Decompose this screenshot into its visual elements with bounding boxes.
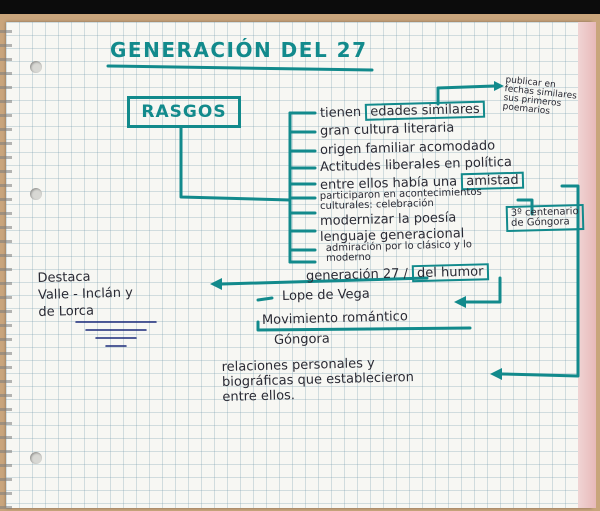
arrowhead-destaca: [210, 278, 222, 290]
arrowhead-publicar: [494, 81, 504, 91]
punch-hole: [30, 61, 42, 73]
note-line: Valle - Inclán y: [37, 285, 134, 303]
feature-text: generación 27 /: [305, 266, 409, 284]
punch-hole: [30, 452, 42, 464]
influence-gongora: Góngora: [273, 331, 330, 348]
note-relaciones: relaciones personales y biográficas que …: [221, 355, 414, 405]
note-line: de Góngora: [510, 216, 570, 229]
page-title: GENERACIÓN DEL 27: [110, 38, 368, 62]
notebook-page: [6, 22, 592, 508]
amistad-arrow: [500, 184, 580, 378]
feature-ticks: [288, 111, 317, 264]
influence-lope: Lope de Vega: [281, 286, 370, 304]
note-destaca: Destaca Valle - Inclán y de Lorca: [37, 268, 133, 321]
pink-page-edge: [578, 22, 596, 508]
boxed-humor: del humor: [411, 263, 489, 283]
arrowhead-relaciones: [490, 368, 502, 380]
spiral-binding: [0, 30, 12, 510]
note-publicar: publicar en fechas similares sus primero…: [502, 75, 578, 119]
title-underline: [106, 64, 374, 72]
rasgos-connector: [179, 126, 292, 202]
influence-bracket: [256, 296, 472, 332]
rasgos-box: RASGOS: [127, 96, 241, 128]
humor-arrow: [220, 276, 429, 286]
destaca-underline: [75, 321, 157, 347]
feature-text: tienen: [319, 104, 362, 121]
edades-arrow: [436, 84, 496, 106]
influence-arrow: [460, 276, 502, 304]
top-dark-bar: [0, 0, 600, 14]
note-centenario: 3º centenario de Góngora: [505, 203, 585, 232]
note-line: de Lorca: [38, 303, 95, 320]
punch-hole: [30, 188, 42, 200]
boxed-edades: edades similares: [365, 100, 485, 121]
celebracion-connector: [516, 198, 534, 216]
arrowhead-influences: [454, 296, 466, 308]
